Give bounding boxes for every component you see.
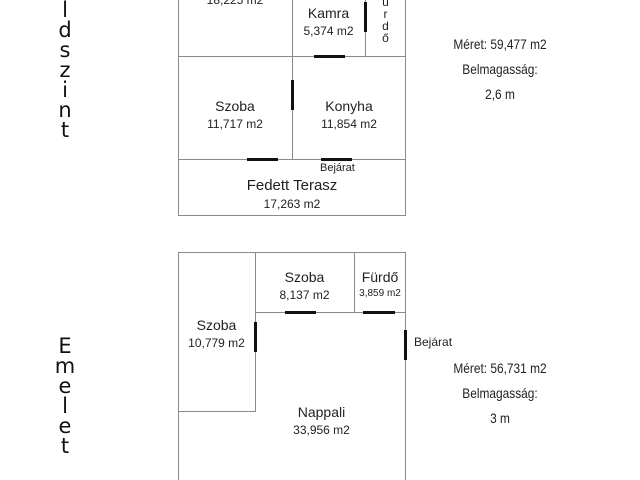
wall: [354, 252, 355, 312]
wall: [405, 252, 406, 480]
room-area: 8,137 m2: [279, 287, 330, 302]
entrance-label: Bejárat: [414, 335, 453, 349]
door: [285, 311, 316, 314]
wall: [292, 0, 293, 159]
size-text: Méret: 56,731 m2: [453, 360, 547, 376]
room-name: Nappali: [297, 404, 346, 420]
room-area: 11,854 m2: [321, 116, 377, 131]
door: [321, 158, 352, 161]
label-letter: d: [58, 18, 72, 42]
room-kamra: Kamra 5,374 m2: [292, 4, 365, 39]
room-name: Szoba: [215, 98, 255, 114]
room-name-letter: ő: [382, 31, 389, 45]
wall: [178, 411, 256, 412]
wall: [405, 0, 406, 215]
room-area: 11,717 m2: [207, 116, 263, 131]
room-konyha: Konyha 11,854 m2: [293, 97, 405, 132]
label-letter: i: [62, 78, 68, 102]
wall: [255, 312, 406, 313]
room-furdo: Fürdő 3,859 m2: [355, 268, 405, 300]
size-text: Méret: 59,477 m2: [453, 36, 547, 52]
room-name: Szoba: [196, 317, 237, 333]
door: [314, 55, 345, 58]
room-area: 10,779 m2: [188, 335, 245, 350]
room-furdo: ü r d ő: [366, 0, 405, 44]
height-label: Belmagasság:: [462, 61, 538, 77]
height-value: 2,6 m: [485, 86, 515, 102]
room-area: 3,859 m2: [359, 287, 401, 299]
label-letter: e: [58, 414, 72, 438]
room-szoba: Szoba 11,717 m2: [178, 97, 292, 132]
room-top: 18,225 m2: [178, 0, 292, 8]
entrance-door: [404, 330, 407, 360]
room-szoba-small: Szoba 8,137 m2: [255, 268, 354, 303]
label-letter: n: [58, 98, 72, 122]
room-name-letter: d: [382, 19, 389, 33]
door: [291, 80, 294, 110]
label-letter: l: [62, 0, 68, 22]
room-area: 33,956 m2: [293, 422, 350, 437]
room-area: 5,374 m2: [303, 23, 354, 38]
upper-floor-info: Méret: 56,731 m2 Belmagasság: 3 m: [441, 356, 560, 431]
room-name: Fedett Terasz: [246, 177, 338, 194]
wall: [178, 252, 406, 253]
height-value: 3 m: [490, 410, 510, 426]
label-letter: e: [58, 374, 72, 398]
room-name-letter: r: [383, 7, 388, 21]
room-name: Kamra: [307, 5, 350, 21]
wall: [178, 159, 406, 160]
door: [247, 158, 278, 161]
label-letter: E: [58, 334, 72, 358]
ground-floor-label: l d s z i n t: [50, 0, 80, 142]
room-area: 17,263 m2: [263, 197, 321, 212]
label-letter: l: [62, 394, 68, 418]
upper-floor-label: E m e l e t: [50, 334, 80, 458]
door: [363, 311, 395, 314]
door: [364, 2, 367, 32]
label-letter: s: [59, 38, 71, 62]
door: [254, 322, 257, 352]
room-terasz: Fedett Terasz 17,263 m2: [178, 176, 406, 212]
room-szoba-left: Szoba 10,779 m2: [178, 316, 255, 351]
label-letter: t: [60, 118, 70, 142]
room-name: Szoba: [284, 269, 325, 285]
room-name: Konyha: [325, 98, 373, 114]
wall: [178, 252, 179, 480]
entrance-label: Bejárat: [320, 162, 355, 174]
room-nappali: Nappali 33,956 m2: [255, 403, 388, 438]
label-letter: t: [60, 434, 70, 458]
label-letter: z: [59, 58, 71, 82]
room-name: Fürdő: [361, 269, 399, 285]
wall: [178, 0, 179, 215]
ground-floor-info: Méret: 59,477 m2 Belmagasság: 2,6 m: [441, 32, 560, 107]
height-label: Belmagasság:: [462, 385, 538, 401]
room-name-letter: ü: [382, 0, 389, 9]
room-area: 18,225 m2: [206, 0, 264, 7]
label-letter: m: [54, 354, 76, 378]
wall: [178, 215, 406, 216]
